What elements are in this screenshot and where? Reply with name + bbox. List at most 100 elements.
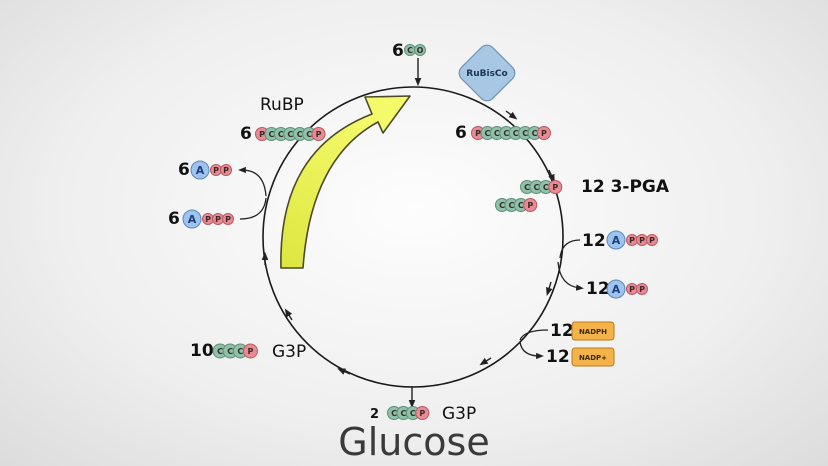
carbon-letter: C — [306, 130, 312, 139]
carbon-letter: C — [297, 130, 303, 139]
pga-12-text: 12 3-PGA — [581, 177, 670, 197]
phosphate-ball — [548, 180, 563, 194]
carbon-letter: C — [268, 130, 274, 139]
g3p-recycle-label: G3P — [272, 342, 306, 362]
pga-6-count: 6 — [455, 123, 467, 143]
phosphate-letter: P — [527, 201, 533, 210]
adp-left-count: 6 — [178, 160, 190, 180]
adenosine-ball — [606, 230, 626, 250]
phosphate-letter: P — [225, 215, 231, 224]
carbon-letter: C — [391, 409, 397, 418]
co2-oxygen-letter: O — [417, 46, 424, 55]
phosphate-letter: P — [629, 236, 635, 245]
adp-left-output-arrow — [238, 166, 267, 197]
phosphate-letter: P — [213, 166, 219, 175]
carbon-letter: C — [217, 347, 223, 356]
carbon-letter: C — [227, 347, 233, 356]
rubp-count: 6 — [240, 124, 252, 144]
atp-input-arrow — [559, 239, 581, 259]
carbon-letter: C — [513, 129, 519, 138]
carbon-letter: C — [503, 129, 509, 138]
co2-oxygen-ball — [414, 44, 426, 56]
adp-output-arrow — [557, 261, 584, 291]
adenosine-letter: A — [196, 164, 205, 177]
carbon-letter: C — [532, 129, 538, 138]
phosphate-letter: P — [419, 409, 425, 418]
g3p-output-label: G3P — [442, 404, 476, 424]
adenosine-ball — [606, 279, 626, 299]
carbon-letter: C — [494, 129, 500, 138]
nadp-count: 12 — [546, 347, 570, 367]
cycle-direction-arrows — [261, 110, 555, 375]
phosphate-ball — [536, 126, 551, 140]
phosphate-letter: P — [552, 183, 558, 192]
nadph-in: 12 NADPH — [550, 321, 615, 341]
nadp-output-arrow — [519, 341, 544, 360]
phosphate-ball — [311, 127, 326, 141]
carbon-letter: C — [499, 201, 505, 210]
carbon-letter: C — [522, 129, 528, 138]
phosphate-letter: P — [223, 166, 229, 175]
carbon-letter: C — [410, 409, 416, 418]
carbon-letter: C — [484, 129, 490, 138]
adp-right-count: 12 — [586, 279, 610, 299]
nadp-out: 12 NADP+ — [546, 347, 615, 367]
carbon-letter: C — [533, 183, 539, 192]
phosphate-letter: P — [205, 215, 211, 224]
phosphate-letter: P — [649, 236, 655, 245]
atp-left-count: 6 — [168, 209, 180, 229]
phosphate-letter: P — [541, 129, 547, 138]
carbon-letter: C — [508, 201, 514, 210]
phosphate-letter: P — [475, 129, 481, 138]
phosphate-letter: P — [639, 285, 645, 294]
carbon-letter: C — [524, 183, 530, 192]
phosphate-ball — [636, 283, 648, 295]
co2-count: 6 — [392, 41, 404, 61]
phosphate-ball — [222, 213, 234, 225]
adenosine-letter: A — [188, 213, 197, 226]
phosphate-letter: P — [629, 285, 635, 294]
carbon-letter: C — [287, 130, 293, 139]
carbon-letter: C — [518, 201, 524, 210]
phosphate-letter: P — [248, 347, 254, 356]
carbon-letter: C — [400, 409, 406, 418]
rubisco-enzyme: RuBisCo — [458, 44, 516, 102]
phosphate-letter: P — [639, 236, 645, 245]
nadp-label: NADP+ — [579, 354, 607, 362]
phosphate-ball — [220, 164, 232, 176]
nadph-count: 12 — [550, 321, 574, 341]
rubisco-label: RuBisCo — [466, 69, 507, 79]
g3p-recycle-count: 10 — [190, 341, 214, 361]
phosphate-ball — [523, 198, 538, 212]
cycle-circle — [262, 86, 564, 388]
adenosine-ball — [190, 160, 210, 180]
phosphate-ball — [242, 343, 258, 359]
nadph-label: NADPH — [579, 328, 607, 336]
adenosine-letter: A — [612, 283, 621, 296]
glucose-label: Glucose — [338, 420, 489, 464]
rubp-label: RuBP — [260, 95, 304, 115]
atp-right-count: 12 — [582, 231, 606, 251]
phosphate-letter: P — [215, 215, 221, 224]
carbon-letter: C — [237, 347, 243, 356]
